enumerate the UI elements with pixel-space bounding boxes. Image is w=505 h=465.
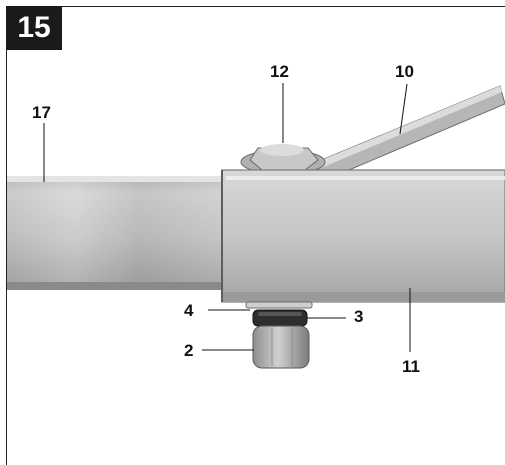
callout-10: 10 — [395, 62, 414, 81]
figure-number-badge: 15 — [6, 6, 62, 50]
leader-10 — [399, 83, 408, 135]
leader-lines — [43, 83, 411, 352]
washer-3 — [252, 309, 308, 327]
nut-2 — [252, 325, 310, 369]
callout-17: 17 — [32, 103, 51, 122]
callout-3: 3 — [354, 307, 364, 326]
callout-2: 2 — [184, 341, 194, 360]
callout-11: 11 — [402, 357, 420, 376]
frame-top-line — [60, 6, 505, 7]
lever-arm — [311, 85, 505, 179]
frame-left-line — [6, 6, 7, 465]
outer-tube — [221, 169, 505, 303]
callout-12: 12 — [270, 62, 289, 81]
inner-tube — [7, 176, 229, 290]
washer-4 — [245, 301, 313, 309]
callout-4: 4 — [184, 301, 194, 320]
